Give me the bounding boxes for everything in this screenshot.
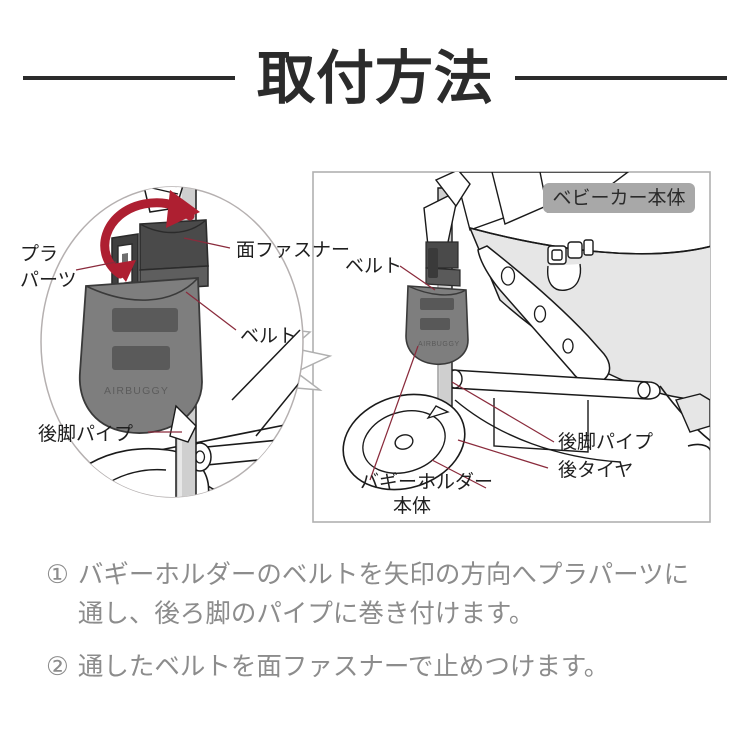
rear-tire-shape [342, 393, 466, 491]
step-1-text: バギーホルダーのベルトを矢印の方向へプラパーツに通し、後ろ脚のパイプに巻き付けま… [77, 560, 690, 629]
label-pla-parts-line1: プラ [20, 243, 58, 265]
instruction-step-1: ① バギーホルダーのベルトを矢印の方向へプラパーツに通し、後ろ脚のパイプに巻き付… [46, 556, 706, 634]
step-2-number: ② [46, 651, 69, 682]
label-rear-pipe-left: 後脚パイプ [38, 423, 133, 445]
label-pla-parts-line2: パーツ [20, 269, 77, 291]
label-holder-body-line2: 本体 [393, 495, 431, 517]
detail-holder-patch-lower [112, 346, 170, 370]
badge-label: ベビーカー本体 [552, 187, 685, 209]
buggy-holder-right: AIRBUGGY [405, 241, 469, 365]
detail-hookloop-strap [139, 219, 209, 271]
page-title: 取付方法 [256, 44, 493, 112]
detail-holder-body: AIRBUGGY [78, 277, 203, 434]
detail-holder-patch-upper [112, 308, 178, 332]
step-1-number: ① [46, 560, 69, 590]
label-rear-pipe-right: 後脚パイプ [558, 431, 653, 453]
badge-background [543, 183, 695, 213]
overview-leader-lines [369, 265, 555, 489]
label-belt-left: ベルト [240, 325, 297, 347]
label-holder-body-line1: バギーホルダー [360, 471, 493, 493]
overview-illustration: AIRBUGGY [342, 172, 710, 491]
instruction-step-2: ② 通したベルトを面ファスナーで止めつけます。 [46, 648, 706, 687]
illustration-stage: AIRBUGGY ベビーカー本体 [0, 150, 750, 542]
label-belt-right: ベルト [345, 255, 402, 277]
title-rule-right [515, 76, 727, 80]
label-rear-tire: 後タイヤ [558, 459, 633, 481]
brand-mark-right: AIRBUGGY [418, 341, 460, 348]
instruction-steps: ① バギーホルダーのベルトを矢印の方向へプラパーツに通し、後ろ脚のパイプに巻き付… [46, 556, 706, 700]
label-hook-loop: 面ファスナー [236, 239, 350, 261]
brand-mark-left: AIRBUGGY [104, 385, 169, 397]
overview-panel: AIRBUGGY ベビーカー本体 [312, 171, 711, 523]
callout-leader-lines [75, 237, 237, 433]
page-title-band: 取付方法 [0, 38, 750, 118]
detail-callout-circle: AIRBUGGY [20, 186, 350, 498]
direction-arrow [100, 190, 200, 282]
title-rule-left [22, 76, 235, 80]
stroller-body-badge: ベビーカー本体 [543, 183, 695, 213]
step-2-text: 通したベルトを面ファスナーで止めつけます。 [77, 651, 610, 682]
